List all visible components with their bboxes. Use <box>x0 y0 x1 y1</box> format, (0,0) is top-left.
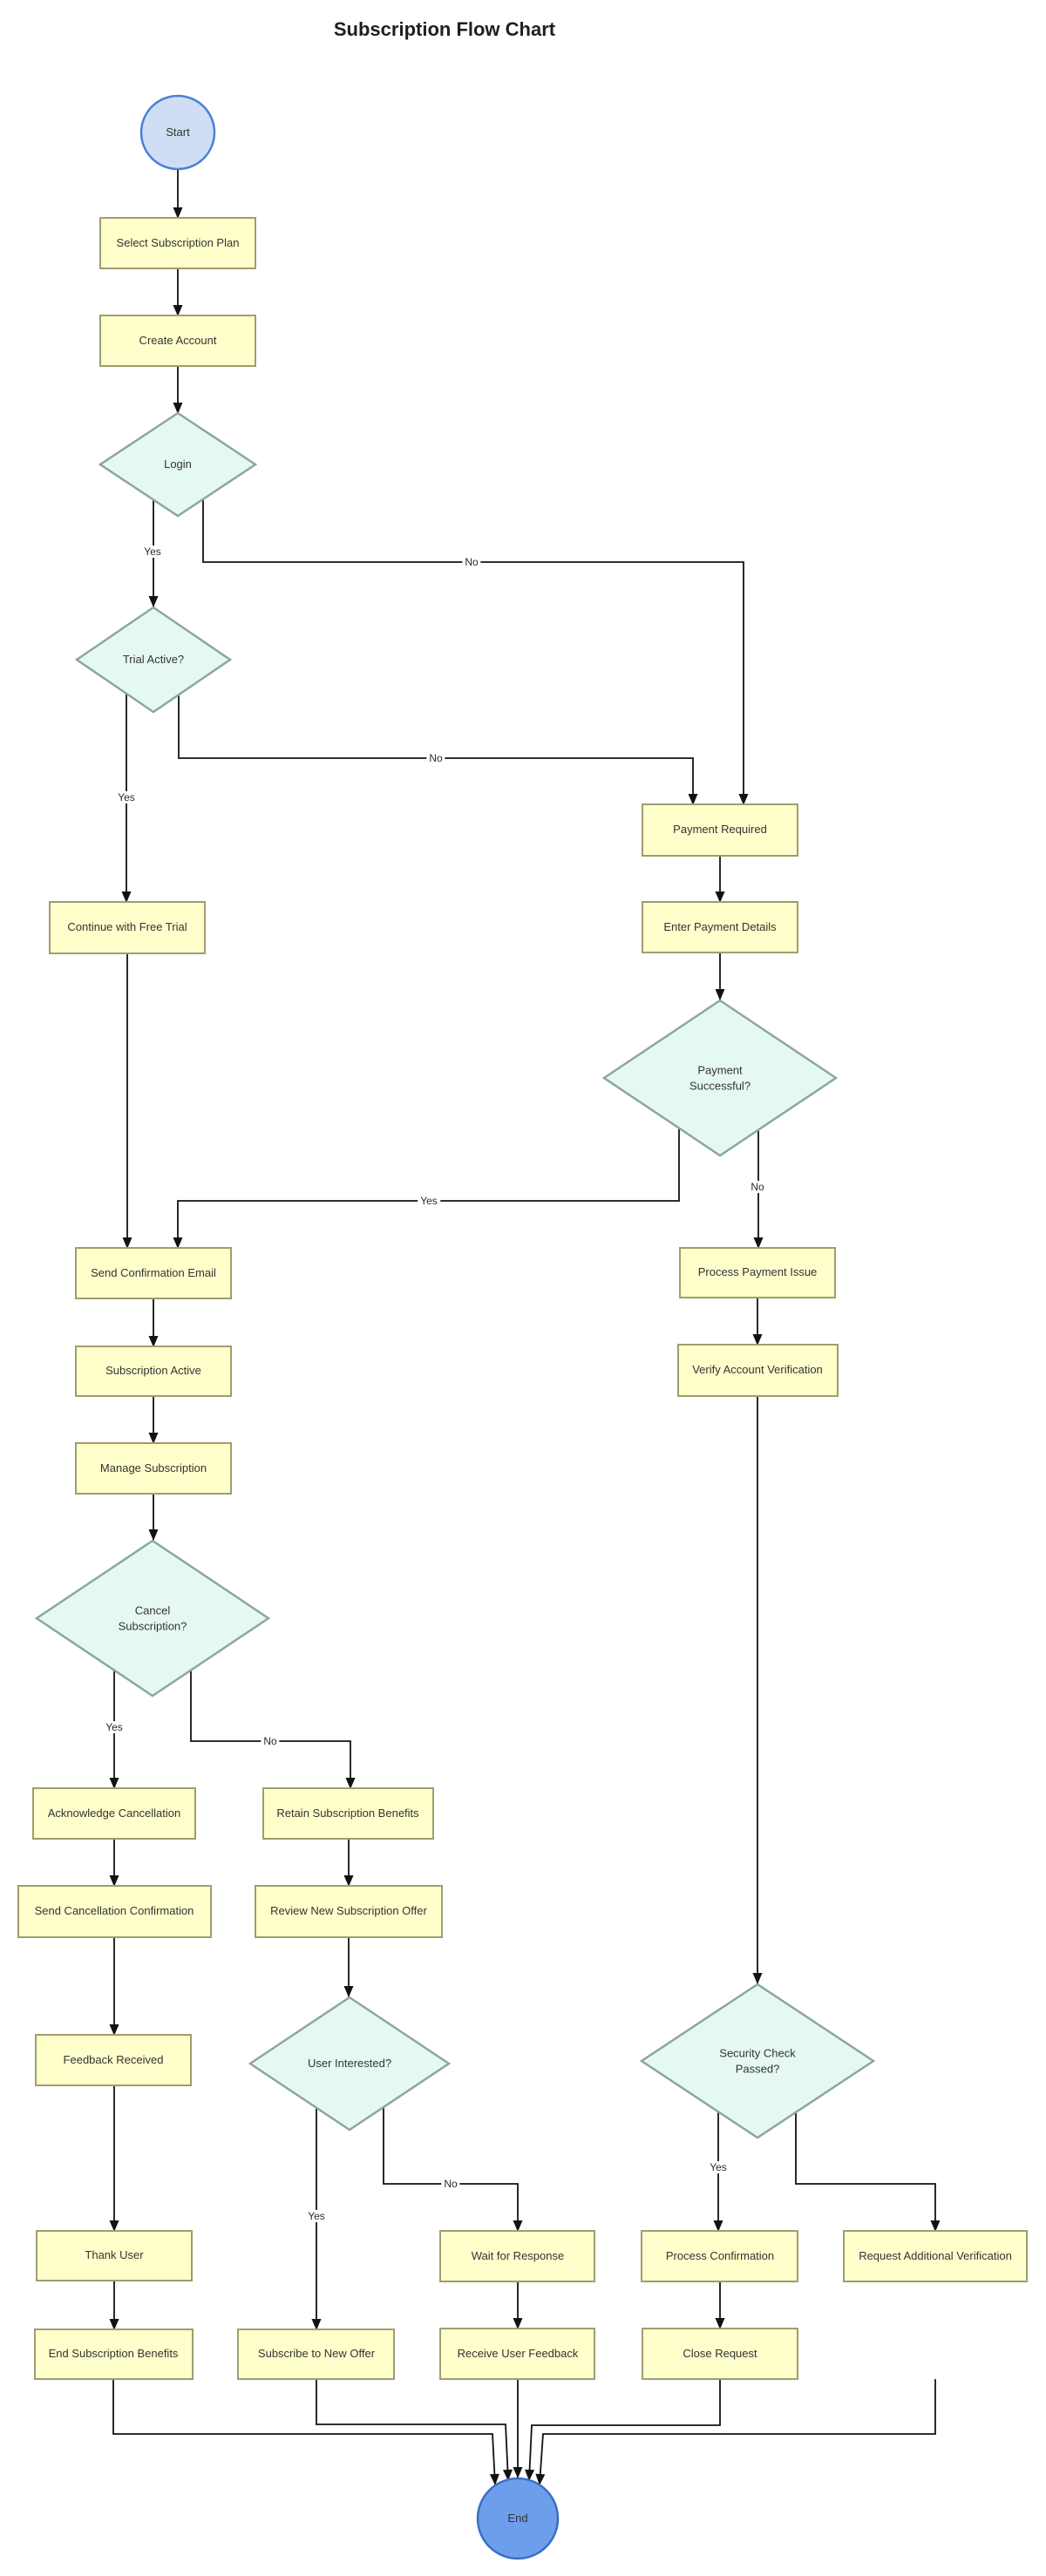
start-node-shape <box>139 94 216 171</box>
retain-subscription-benefits-shape <box>262 1787 434 1840</box>
verify-account-verification-shape <box>677 1344 839 1397</box>
receive-user-feedback-shape <box>439 2328 595 2380</box>
end-node-shape <box>476 2477 560 2560</box>
trial-active-diamond-shape <box>74 606 233 714</box>
close-request-shape <box>642 2328 798 2380</box>
subscription-active-shape <box>75 1346 232 1397</box>
process-confirmation-shape <box>641 2230 798 2282</box>
edge-cancel-no <box>190 1671 356 1789</box>
security-check-diamond-shape <box>639 1983 876 2139</box>
acknowledge-cancellation-shape <box>32 1787 196 1840</box>
edge-user-interested-no <box>383 2107 523 2232</box>
manage-subscription-shape <box>75 1442 232 1495</box>
end-subscription-benefits-shape <box>34 2329 194 2380</box>
enter-payment-details-shape <box>642 901 798 953</box>
user-interested-diamond-shape <box>248 1996 452 2132</box>
thank-user-shape <box>36 2230 193 2281</box>
edge-security-to-request-additional <box>795 2112 941 2232</box>
payment-successful-diamond-shape <box>601 999 839 1157</box>
edge-request-additional-to-end <box>535 2379 936 2485</box>
continue-free-trial-shape <box>49 901 206 954</box>
edge-end-benefits-to-end <box>112 2379 499 2485</box>
send-confirmation-email-shape <box>75 1247 232 1299</box>
edge-trial-no <box>178 695 698 805</box>
feedback-received-shape <box>35 2034 192 2086</box>
edge-close-request-to-end <box>525 2379 721 2481</box>
request-additional-verification-shape <box>843 2230 1028 2282</box>
login-diamond-shape <box>98 411 258 518</box>
cancel-subscription-diamond-shape <box>34 1539 271 1698</box>
edges <box>109 169 941 2485</box>
subscribe-to-new-offer-shape <box>237 2329 395 2380</box>
process-payment-issue-shape <box>679 1247 836 1298</box>
send-cancellation-confirmation-shape <box>17 1885 212 1938</box>
payment-required-shape <box>642 803 798 857</box>
node-shapes <box>17 94 1028 2560</box>
edge-payment-yes <box>173 1129 680 1249</box>
edge-subscribe-to-end <box>316 2379 513 2481</box>
select-plan-shape <box>99 217 256 269</box>
wait-for-response-shape <box>439 2230 595 2282</box>
create-account-shape <box>99 315 256 367</box>
page-title: Subscription Flow Chart <box>333 18 556 40</box>
review-new-subscription-offer-shape <box>255 1885 443 1938</box>
